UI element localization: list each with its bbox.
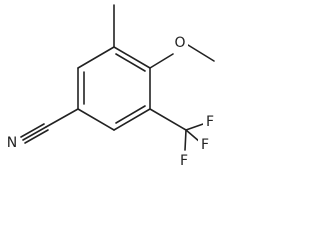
fluorine-label-background-3: [177, 151, 191, 169]
fluorine-bond-3: [184, 129, 187, 151]
fluorine-label-1: F: [206, 114, 214, 130]
fluorine-label-background-1: [203, 112, 217, 130]
chemical-structure: O N F F F: [4, 4, 217, 169]
fluorine-bond-1: [185, 122, 207, 131]
ring-bond-1: [113, 46, 151, 69]
nitrile-triple-bond-2: [22, 126, 47, 141]
ring-double-bond-1: [115, 53, 146, 72]
nitrogen-label: N: [7, 135, 17, 151]
fluorine-label-2: F: [201, 137, 209, 153]
nitrile-triple-bond-1: [20, 123, 45, 138]
ring-bond-6: [77, 46, 115, 69]
oxygen-bond-left: [149, 53, 174, 69]
oxygen-bond-right: [187, 44, 215, 62]
nitrogen-label-background: [4, 133, 20, 151]
ring-double-bond-2: [115, 105, 146, 124]
nitrile-triple-bond-3: [24, 129, 49, 144]
ring-bond-4: [77, 108, 115, 131]
structure-canvas: O N F F F: [4, 4, 217, 169]
fluorine-label-background-2: [198, 135, 212, 153]
oxygen-label: O: [174, 35, 185, 51]
ring-bond-3: [113, 108, 151, 131]
cf3-bond: [149, 108, 187, 131]
nitrile-link-bond: [45, 108, 79, 128]
oxygen-label-background: [172, 33, 188, 51]
fluorine-label-3: F: [180, 153, 188, 169]
fluorine-bond-2: [185, 129, 201, 143]
